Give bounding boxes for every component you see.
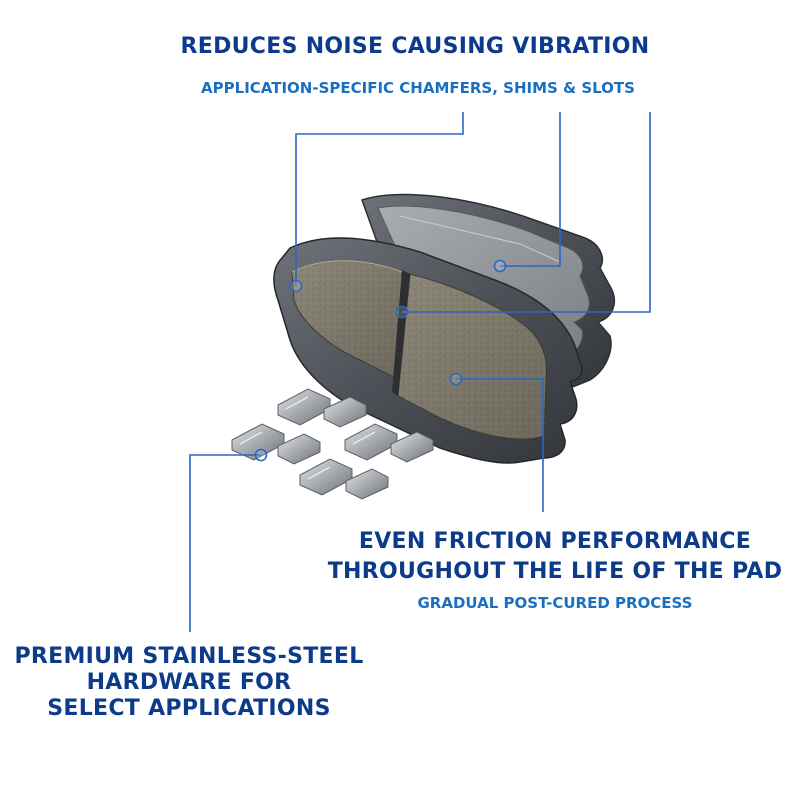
hardware-headline: PREMIUM STAINLESS-STEEL HARDWARE FOR SEL…: [0, 644, 378, 722]
noise-subline: APPLICATION-SPECIFIC CHAMFERS, SHIMS & S…: [201, 79, 635, 97]
hardware-headline-line-1: PREMIUM STAINLESS-STEEL: [14, 644, 364, 669]
hardware-clips: [231, 388, 434, 500]
marker-slot: [395, 305, 409, 319]
noise-headline: REDUCES NOISE CAUSING VIBRATION: [180, 34, 650, 59]
hardware-headline-line-3: SELECT APPLICATIONS: [47, 696, 331, 721]
front-brake-pad: [273, 237, 583, 464]
leader-lines: [189, 112, 651, 632]
marker-friction: [449, 372, 463, 386]
marker-hardware: [254, 448, 268, 462]
leader-line-slot: [402, 112, 651, 313]
leader-line-hardware: [189, 454, 261, 632]
friction-headline: EVEN FRICTION PERFORMANCE THROUGHOUT THE…: [290, 527, 800, 587]
hardware-headline-line-2: HARDWARE FOR: [86, 670, 292, 695]
leader-line-shim: [500, 112, 561, 267]
leader-line-chamfer: [295, 112, 464, 286]
friction-headline-line-2: THROUGHOUT THE LIFE OF THE PAD: [327, 559, 783, 584]
marker-chamfer: [289, 279, 303, 293]
marker-shim: [493, 259, 507, 273]
friction-subline: GRADUAL POST-CURED PROCESS: [417, 594, 693, 612]
leader-line-friction: [456, 378, 544, 512]
leader-markers: [254, 259, 507, 462]
friction-headline-line-1: EVEN FRICTION PERFORMANCE: [358, 529, 752, 554]
